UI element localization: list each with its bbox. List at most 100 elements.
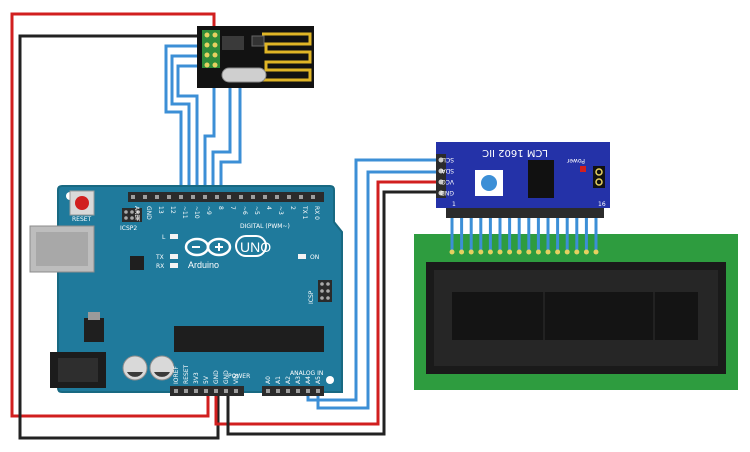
power-pin-label: VIN [233,374,240,384]
digital-pin-label: 4 [265,206,272,210]
on-led-label: ON [310,254,319,261]
digital-pin-hole[interactable] [287,195,291,199]
potentiometer-knob[interactable] [481,175,497,191]
digital-pin-label: ~5 [253,206,260,215]
power-pin-label: GND [223,370,230,384]
lcd-pin-pad [487,249,493,255]
reset-button-cap[interactable] [75,196,89,210]
reset-label: RESET [72,216,92,223]
digital-header [128,192,324,202]
digital-pin-hole[interactable] [167,195,171,199]
digital-pin-label: ~11 [181,206,188,219]
power-pin-label: RESET [183,364,190,384]
analog-pin-label: A0 [265,376,272,384]
power-pin-hole[interactable] [234,389,238,393]
led-jumper-label: LED [610,176,617,188]
power-pin-hole[interactable] [194,389,198,393]
lcd-pin-pad [535,249,541,255]
digital-pin-label: GND [145,206,152,220]
power-pin-label: IOREF [173,366,180,384]
icsp2-label: ICSP2 [120,225,137,232]
lcd-pin-pad [526,249,532,255]
power-pin-hole[interactable] [184,389,188,393]
digital-pin-hole[interactable] [311,195,315,199]
uno-label: UNO [240,239,271,255]
power-pin-hole[interactable] [214,389,218,393]
digital-pin-hole[interactable] [251,195,255,199]
digital-pin-hole[interactable] [239,195,243,199]
digital-pin-hole[interactable] [263,195,267,199]
nrf-antenna-trace [260,32,312,82]
tx-led [170,254,178,259]
power-pin-holes [174,389,238,393]
i2c-pin-label: SCL [442,156,454,163]
lcd-pin-pad [583,249,589,255]
digital-pin-label: ~10 [193,206,200,219]
digital-pin-hole[interactable] [131,195,135,199]
lcd-pin-pad [555,249,561,255]
nrf-chip [251,35,265,47]
capacitor-stripe [154,372,170,377]
i2c-pin-label: SDA [441,167,454,174]
digital-pin-hole[interactable] [227,195,231,199]
analog-pin-hole[interactable] [316,389,320,393]
i2c-pcb [436,142,610,208]
i2c-bottom-header [446,208,604,218]
digital-pin-hole[interactable] [203,195,207,199]
digital-pin-hole[interactable] [143,195,147,199]
digital-pin-hole[interactable] [155,195,159,199]
usb-connector-inner [36,232,88,266]
wire-blue-d9 [211,48,232,200]
digital-pin-hole[interactable] [299,195,303,199]
power-pin-hole[interactable] [174,389,178,393]
pin-marker-right: 16 [598,201,606,208]
wire-red-3v3-to-nrf [10,12,216,418]
i2c-module-title: LCM 1602 IIC [482,147,548,158]
digital-pin-hole[interactable] [275,195,279,199]
wire-blue-d13 [164,44,210,200]
rx-led [170,263,178,268]
power-pin-hole[interactable] [204,389,208,393]
i2c-power-label: Power [566,157,585,164]
digital-pin-hole[interactable] [179,195,183,199]
i2c-pin-label: VCC [442,178,454,185]
power-pin-label: 5V [203,375,210,384]
analog-pin-hole[interactable] [276,389,280,393]
wire-red-5v-to-lcd [214,180,436,426]
capacitor-stripe [127,372,143,377]
analog-pin-hole[interactable] [296,389,300,393]
digital-pin-label: 8 [217,206,224,210]
analog-pin-hole[interactable] [286,389,290,393]
power-pin-hole[interactable] [224,389,228,393]
wire-blue-d8 [219,48,242,200]
lcd-16x2-display [414,212,738,390]
power-indicator-led [580,166,586,172]
digital-pin-hole[interactable] [191,195,195,199]
icsp-header [318,280,332,302]
digital-pin-label: 12 [169,206,176,214]
digital-pin-label: RX 0 [313,206,320,220]
lcd-pin-pad [507,249,513,255]
digital-pin-hole[interactable] [215,195,219,199]
tx-led-label: TX [155,254,164,261]
wire-black-gnd-to-lcd [226,190,436,436]
lcd-pin-pad [593,249,599,255]
digital-pin-label: TX 1 [301,205,308,220]
analog-pin-hole[interactable] [266,389,270,393]
analog-pin-label: A5 [315,376,322,384]
analog-pin-label: A4 [305,376,312,384]
analog-label: ANALOG IN [290,370,323,377]
lcd-pin-pad [478,249,484,255]
analog-header [262,386,324,396]
digital-pin-label: ~9 [205,206,212,215]
arduino-logo [184,237,232,257]
pcf8574-chip [528,160,554,198]
lcd-pin-pad [459,249,465,255]
icsp2-header [122,208,142,222]
analog-pin-hole[interactable] [306,389,310,393]
digital-pin-label: 13 [157,206,164,214]
lcd-pin-pad [468,249,474,255]
